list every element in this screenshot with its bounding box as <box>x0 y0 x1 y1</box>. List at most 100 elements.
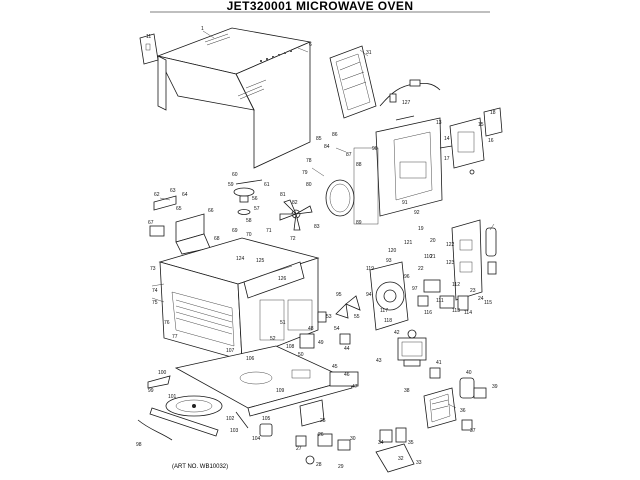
callout: 96 <box>404 274 410 280</box>
callout: 54 <box>334 326 340 332</box>
callout: 15 <box>478 122 484 128</box>
callout: 122 <box>446 242 455 248</box>
callout: 88 <box>356 162 362 168</box>
callout: 51 <box>280 320 286 326</box>
callout: 99 <box>148 388 154 394</box>
callout: 62 <box>154 192 160 198</box>
callout: 65 <box>176 206 182 212</box>
callout: 86 <box>332 132 338 138</box>
callout: 101 <box>168 394 177 400</box>
callout: 87 <box>346 152 352 158</box>
callout: 66 <box>208 208 214 214</box>
callout: 73 <box>150 266 156 272</box>
callout: 124 <box>236 256 245 262</box>
callout: 98 <box>136 442 142 448</box>
callout: 26 <box>318 432 324 438</box>
callout: 17 <box>444 156 450 162</box>
callout: 81 <box>280 192 286 198</box>
callout: 53 <box>326 314 332 320</box>
callout: 93 <box>386 258 392 264</box>
oven-cavity <box>158 237 320 361</box>
callout: 40 <box>466 370 472 376</box>
callout: 37 <box>470 428 476 434</box>
callout: 43 <box>376 358 382 364</box>
callout: 18 <box>490 110 496 116</box>
callout: 74 <box>152 288 158 294</box>
callout: 6 <box>309 42 312 48</box>
fan-blade <box>279 199 313 231</box>
callout: 44 <box>344 346 350 352</box>
callout: 35 <box>408 440 414 446</box>
callout: 121 <box>404 240 413 246</box>
callout: 24 <box>478 296 484 302</box>
callout: 78 <box>306 158 312 164</box>
callout: 119 <box>366 266 374 272</box>
front-frame <box>353 117 443 225</box>
callout: 71 <box>266 228 272 234</box>
latch-bracket <box>451 219 497 301</box>
callout: 100 <box>158 370 167 376</box>
callout: 126 <box>278 276 287 282</box>
callout: 117 <box>380 308 388 314</box>
callout: 50 <box>298 352 304 358</box>
callout: 31 <box>366 50 372 56</box>
callout: 41 <box>436 360 442 366</box>
callout: 14 <box>444 136 450 142</box>
callout: 97 <box>412 286 418 292</box>
art-number: (ART NO. WB10032) <box>172 464 229 470</box>
callout: 49 <box>318 340 324 346</box>
callout: 83 <box>314 224 320 230</box>
callout: 45 <box>332 364 338 370</box>
callout: 94 <box>366 292 372 298</box>
callout: 70 <box>246 232 252 238</box>
callout: 60 <box>232 172 238 178</box>
callout: 52 <box>270 336 276 342</box>
latch-parts <box>149 195 211 255</box>
callout: 103 <box>230 428 239 434</box>
callout: 25 <box>320 418 326 424</box>
outer-case <box>156 27 312 169</box>
callout: 27 <box>296 446 302 452</box>
callout: 118 <box>384 318 392 324</box>
callout: 113 <box>452 308 460 314</box>
callout: 61 <box>264 182 270 188</box>
callout: 58 <box>246 218 252 224</box>
callout: 23 <box>470 288 476 294</box>
callout: 36 <box>460 408 466 414</box>
magnetron <box>397 329 427 367</box>
callout: 48 <box>308 326 314 332</box>
callout: 11 <box>146 34 151 40</box>
callout: 95 <box>336 292 342 298</box>
callout: 16 <box>488 138 494 144</box>
blower-housing <box>335 261 409 331</box>
callout: 111 <box>436 298 444 304</box>
leader-lines <box>151 30 495 409</box>
callout: 19 <box>418 226 424 232</box>
callout: 77 <box>172 334 178 340</box>
callout: 69 <box>232 228 238 234</box>
callout: 56 <box>252 196 258 202</box>
base-cover <box>375 419 473 473</box>
power-cord <box>379 79 441 121</box>
capacitor <box>459 377 487 399</box>
callout: 38 <box>404 388 410 394</box>
callout: 84 <box>324 144 330 150</box>
callout: 30 <box>350 436 356 442</box>
callout: 92 <box>414 210 420 216</box>
callout: 76 <box>164 320 170 326</box>
callout: 79 <box>302 170 308 176</box>
callout: 107 <box>226 348 235 354</box>
callout: 39 <box>492 384 498 390</box>
callout: 13 <box>436 120 442 126</box>
callout: 102 <box>226 416 235 422</box>
callout: 1 <box>201 26 204 32</box>
callout: 116 <box>424 310 432 316</box>
callout: 127 <box>402 100 411 106</box>
interlock-switches <box>417 279 469 311</box>
callout: 125 <box>256 258 265 264</box>
callout: 33 <box>416 460 422 466</box>
callout: 72 <box>290 236 296 242</box>
callout: 91 <box>402 200 408 206</box>
bottom-trim <box>137 375 219 441</box>
